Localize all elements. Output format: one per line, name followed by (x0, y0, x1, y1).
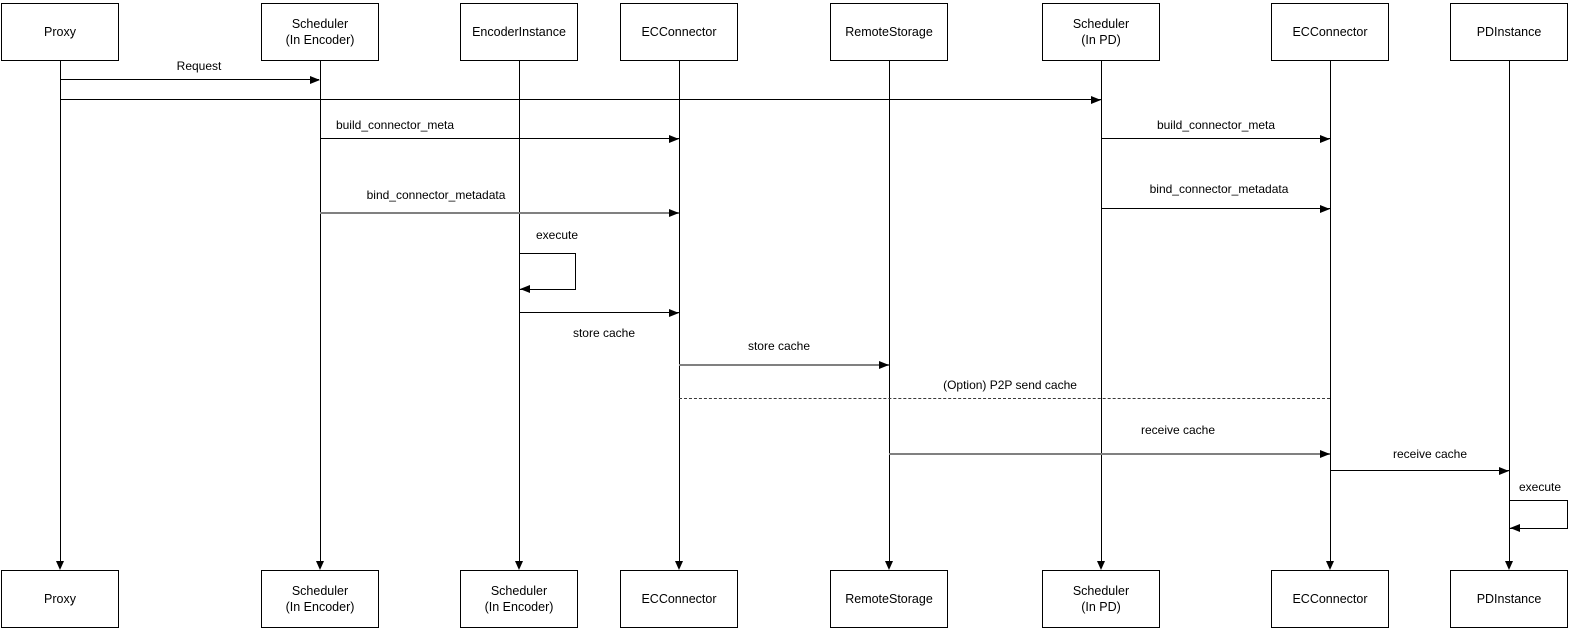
lifeline-encoder-instance (519, 61, 520, 562)
actor-top-ec-connector-2: ECConnector (1271, 3, 1389, 61)
actor-top-pd-instance: PDInstance (1450, 3, 1568, 61)
actor-label: PDInstance (1476, 592, 1542, 606)
actor-label: RemoteStorage (845, 25, 933, 39)
message-bind-connector-metadata-encoder-label: bind_connector_metadata (366, 188, 506, 202)
actor-label: Scheduler (1072, 584, 1130, 598)
actor-label-line2: (In Encoder) (285, 600, 355, 614)
actor-bottom-scheduler-pd: Scheduler (In PD) (1042, 570, 1160, 628)
arrowhead-right-icon (1091, 96, 1101, 104)
arrowhead-down-icon (675, 561, 683, 570)
message-build-connector-meta-pd-label: build_connector_meta (1156, 118, 1276, 132)
actor-bottom-ec-connector: ECConnector (620, 570, 738, 628)
arrowhead-right-icon (310, 76, 320, 84)
message-execute-encoder-label: execute (536, 228, 579, 242)
message-bind-connector-metadata-pd-line (1101, 208, 1330, 209)
arrowhead-left-icon (520, 285, 530, 293)
message-request-line (60, 79, 319, 80)
actor-label-line2: (In Encoder) (484, 600, 554, 614)
actor-label-line2: (In PD) (1081, 33, 1121, 47)
arrowhead-down-icon (1097, 561, 1105, 570)
actor-label: ECConnector (641, 592, 717, 606)
actor-label: RemoteStorage (845, 592, 933, 606)
lifeline-ec-connector-2 (1330, 61, 1331, 562)
message-execute-encoder-loop (519, 253, 576, 290)
lifeline-scheduler-pd (1101, 61, 1102, 562)
lifeline-pd-instance (1509, 61, 1510, 562)
lifeline-remote-storage (889, 61, 890, 562)
actor-top-ec-connector: ECConnector (620, 3, 738, 61)
actor-label: Scheduler (291, 17, 349, 31)
actor-bottom-scheduler-encoder-2: Scheduler (In Encoder) (460, 570, 578, 628)
actor-label: ECConnector (1292, 592, 1368, 606)
message-receive-cache-pd-line (1330, 470, 1509, 471)
lifeline-scheduler-encoder (320, 61, 321, 562)
arrowhead-right-icon (669, 309, 679, 317)
actor-label: Proxy (44, 25, 76, 39)
arrowhead-right-icon (1320, 135, 1330, 143)
actor-top-scheduler-pd: Scheduler (In PD) (1042, 3, 1160, 61)
message-build-connector-meta-pd-line (1101, 138, 1330, 139)
message-bind-connector-metadata-pd-label: bind_connector_metadata (1149, 182, 1289, 196)
actor-top-proxy: Proxy (1, 3, 119, 61)
arrowhead-down-icon (1505, 561, 1513, 570)
message-execute-pd-label: execute (1519, 480, 1562, 494)
lifeline-proxy (60, 61, 61, 562)
actor-label: EncoderInstance (472, 25, 566, 39)
arrowhead-down-icon (56, 561, 64, 570)
message-request-label: Request (176, 59, 222, 73)
actor-bottom-proxy: Proxy (1, 570, 119, 628)
message-execute-pd-loop (1509, 500, 1568, 529)
actor-label-line2: (In PD) (1081, 600, 1121, 614)
arrowhead-down-icon (316, 561, 324, 570)
actor-top-remote-storage: RemoteStorage (830, 3, 948, 61)
arrowhead-right-icon (669, 209, 679, 217)
arrowhead-right-icon (669, 135, 679, 143)
message-store-cache-storage-label: store cache (747, 339, 811, 353)
message-store-cache-storage-line (679, 364, 889, 366)
actor-label: PDInstance (1476, 25, 1542, 39)
message-build-connector-meta-encoder-label: build_connector_meta (335, 118, 455, 132)
message-receive-cache-storage-line (889, 453, 1330, 455)
message-proxy-to-scheduler-pd-line (60, 99, 1101, 100)
actor-bottom-ec-connector-2: ECConnector (1271, 570, 1389, 628)
arrowhead-right-icon (1320, 205, 1330, 213)
arrowhead-down-icon (885, 561, 893, 570)
actor-bottom-scheduler-encoder: Scheduler (In Encoder) (261, 570, 379, 628)
message-p2p-send-cache-label: (Option) P2P send cache (943, 378, 1077, 392)
arrowhead-right-icon (1320, 450, 1330, 458)
actor-bottom-pd-instance: PDInstance (1450, 570, 1568, 628)
message-store-cache-encoder-label: store cache (572, 326, 636, 340)
message-bind-connector-metadata-encoder-line (320, 212, 679, 214)
message-store-cache-encoder-line (519, 312, 679, 313)
arrowhead-left-icon (1510, 524, 1520, 532)
actor-bottom-remote-storage: RemoteStorage (830, 570, 948, 628)
actor-label: Scheduler (291, 584, 349, 598)
arrowhead-right-icon (879, 361, 889, 369)
actor-label: Scheduler (490, 584, 548, 598)
lifeline-ec-connector (679, 61, 680, 562)
arrowhead-down-icon (515, 561, 523, 570)
message-receive-cache-pd-label: receive cache (1392, 447, 1468, 461)
message-build-connector-meta-encoder-line (320, 138, 679, 139)
actor-label: ECConnector (641, 25, 717, 39)
actor-label-line2: (In Encoder) (285, 33, 355, 47)
arrowhead-down-icon (1326, 561, 1334, 570)
actor-label: Scheduler (1072, 17, 1130, 31)
actor-top-scheduler-encoder: Scheduler (In Encoder) (261, 3, 379, 61)
actor-label: ECConnector (1292, 25, 1368, 39)
actor-top-encoder-instance: EncoderInstance (460, 3, 578, 61)
actor-label: Proxy (44, 592, 76, 606)
message-p2p-send-cache-line (679, 398, 1330, 399)
arrowhead-right-icon (1499, 467, 1509, 475)
message-receive-cache-storage-label: receive cache (1140, 423, 1216, 437)
